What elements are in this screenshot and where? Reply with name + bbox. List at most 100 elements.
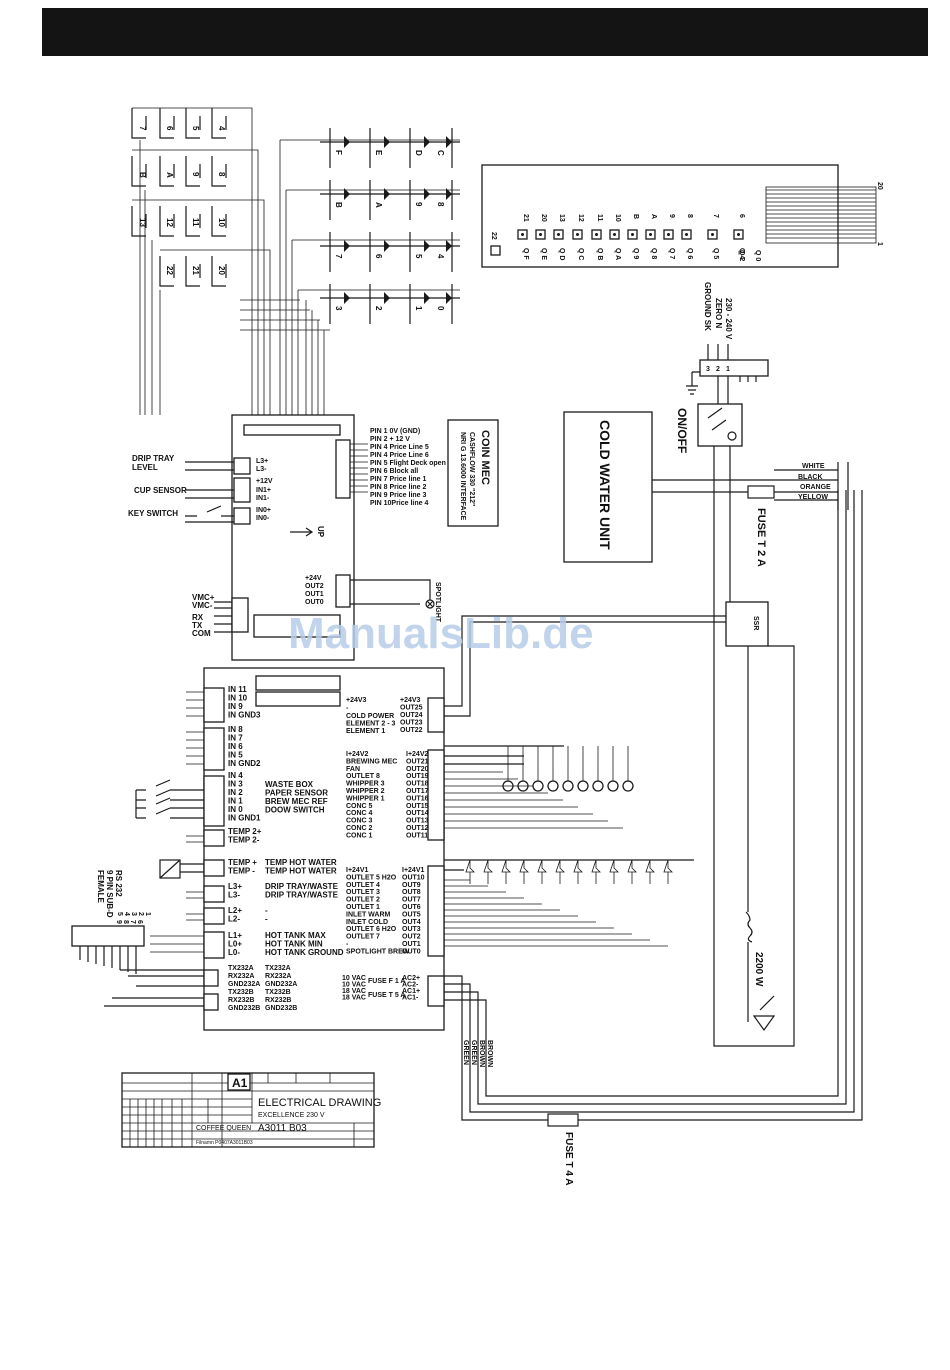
load-motor xyxy=(577,780,589,792)
diode-c: C xyxy=(436,150,445,156)
display-pin-label: 11 xyxy=(596,214,603,222)
input-desc: DOOW SWITCH xyxy=(265,806,325,815)
mains-voltage: 230 - 240 V xyxy=(724,298,733,340)
output-label: OUT3 xyxy=(402,926,421,933)
heater-label: 2200 W xyxy=(753,952,764,987)
output-desc: WHIPPER 1 xyxy=(346,795,385,802)
display-pin-dot xyxy=(737,233,740,236)
key-b: B xyxy=(138,172,147,178)
serial-desc: GND232B xyxy=(265,1005,297,1012)
output-label: OUT0 xyxy=(402,948,421,955)
in1p-label: IN1+ xyxy=(256,487,271,494)
output-desc: OUTLET 1 xyxy=(346,904,380,911)
display-scale-20: 20 xyxy=(876,182,883,190)
display-pin-dot xyxy=(685,233,688,236)
diode-matrix: F E D C B A 9 8 7 6 5 4 3 2 1 0 xyxy=(320,128,460,324)
out1-label: OUT1 xyxy=(305,591,324,598)
key-21: 21 xyxy=(191,266,200,275)
coin-mec-sub2: NRI G 13.6000 INTERFACE xyxy=(459,432,466,521)
diode-e: E xyxy=(374,150,383,156)
coin-pin-6: PIN 6 Block all xyxy=(370,468,418,475)
rs232-pin-number: 5 xyxy=(116,912,123,916)
mains-zero: ZERO N xyxy=(714,298,723,328)
serial-desc: GND232A xyxy=(265,981,297,988)
coin-pin-4: PIN 4 Price Line 6 xyxy=(370,452,429,459)
vmcp-label: VMC+ xyxy=(192,593,215,602)
input-desc: - xyxy=(265,906,268,915)
rs232-pin-number: 2 xyxy=(137,912,144,916)
display-pin-label: 9 xyxy=(668,214,675,218)
left-input-wires xyxy=(185,461,234,633)
coin-mec: COIN MEC CASHFLOW 330 "212" NRI G 13.600… xyxy=(350,419,499,527)
wire-yellow: YELLOW xyxy=(798,494,828,501)
display-pin-label: 12 xyxy=(577,214,584,222)
display-q-label: Q F xyxy=(522,248,529,260)
load-motor xyxy=(562,780,574,792)
rs232-pin-number: 9 xyxy=(115,920,122,924)
display-scale-1: 1 xyxy=(876,242,883,246)
output-label: OUT14 xyxy=(406,810,429,817)
rs232-pin-number: 3 xyxy=(130,912,137,916)
coin-pin-8: PIN 8 Price line 2 xyxy=(370,484,427,491)
diode-7: 7 xyxy=(334,254,343,259)
display-q-label: Q 6 xyxy=(686,248,693,259)
display-pin-dot xyxy=(631,233,634,236)
svg-text:SSR: SSR xyxy=(752,616,759,630)
in0m-label: IN0- xyxy=(256,515,270,522)
output-desc: INLET WARM xyxy=(346,911,390,918)
display-pin-dot xyxy=(539,233,542,236)
input-label: IN GND1 xyxy=(228,814,261,823)
diode-4: 4 xyxy=(436,254,445,259)
load-valve xyxy=(591,859,601,884)
display-pin-22: 22 xyxy=(490,232,501,256)
display-pin-label: 21 xyxy=(522,214,529,222)
serial-desc: TX232B xyxy=(265,989,291,996)
input-label: IN 2 xyxy=(228,788,243,797)
l3m-label: L3- xyxy=(256,466,267,473)
rs232-pin-number: 8 xyxy=(122,920,129,924)
rs232-line-3: FEMALE xyxy=(96,870,105,904)
loom-brown-1: BROWN xyxy=(486,1040,493,1067)
display-q-label: Q 9 xyxy=(632,248,639,259)
title-size: A1 xyxy=(232,1076,248,1090)
rx-label: RX xyxy=(192,613,204,622)
diode-2: 2 xyxy=(374,306,383,311)
key-11: 11 xyxy=(191,218,200,227)
input-label: IN 6 xyxy=(228,742,243,751)
load-valve xyxy=(627,859,637,884)
output-label: OUT24 xyxy=(400,712,423,719)
tx-label: TX xyxy=(192,621,203,630)
ssr-feed-wires xyxy=(442,615,726,717)
display-pin-label: B xyxy=(632,214,639,219)
output-desc: CONC 3 xyxy=(346,818,373,825)
load-feed xyxy=(444,766,629,829)
l3p-label: L3+ xyxy=(256,458,268,465)
coin-pin-2: PIN 2 + 12 V xyxy=(370,436,410,443)
key-9: 9 xyxy=(191,172,200,177)
rs232-pin-number: 1 xyxy=(144,912,151,916)
ac-label: 18 VAC xyxy=(342,995,366,1002)
key-7: 7 xyxy=(138,126,147,131)
input-desc: DRIP TRAY/WASTE xyxy=(265,882,339,891)
loom-brown-2: BROWN xyxy=(478,1040,485,1067)
ssr: SSR xyxy=(725,601,769,647)
ac-label: 10 VAC xyxy=(342,982,366,989)
display-pin-label: 6 xyxy=(738,214,745,218)
output-label: - xyxy=(346,705,349,712)
load-feed xyxy=(444,766,569,801)
spotlight-label: SPOTLIGHT xyxy=(434,582,441,623)
out2-label: OUT2 xyxy=(305,583,324,590)
in0p-label: IN0+ xyxy=(256,507,271,514)
rs232-line-1: RS 232 xyxy=(114,870,123,897)
input-label: IN 5 xyxy=(228,751,243,760)
input-label: IN 3 xyxy=(228,780,243,789)
load-valve xyxy=(501,859,511,884)
output-label: OUT11 xyxy=(406,832,428,839)
on-off-label: ON/OFF xyxy=(675,408,689,453)
output-desc: CONC 4 xyxy=(346,810,373,817)
output-label: OUT21 xyxy=(406,758,429,765)
key-8: 8 xyxy=(217,172,226,177)
terminal-2: 2 xyxy=(716,366,720,373)
input-label: IN 10 xyxy=(228,694,248,703)
output-label: OUT5 xyxy=(402,911,421,918)
